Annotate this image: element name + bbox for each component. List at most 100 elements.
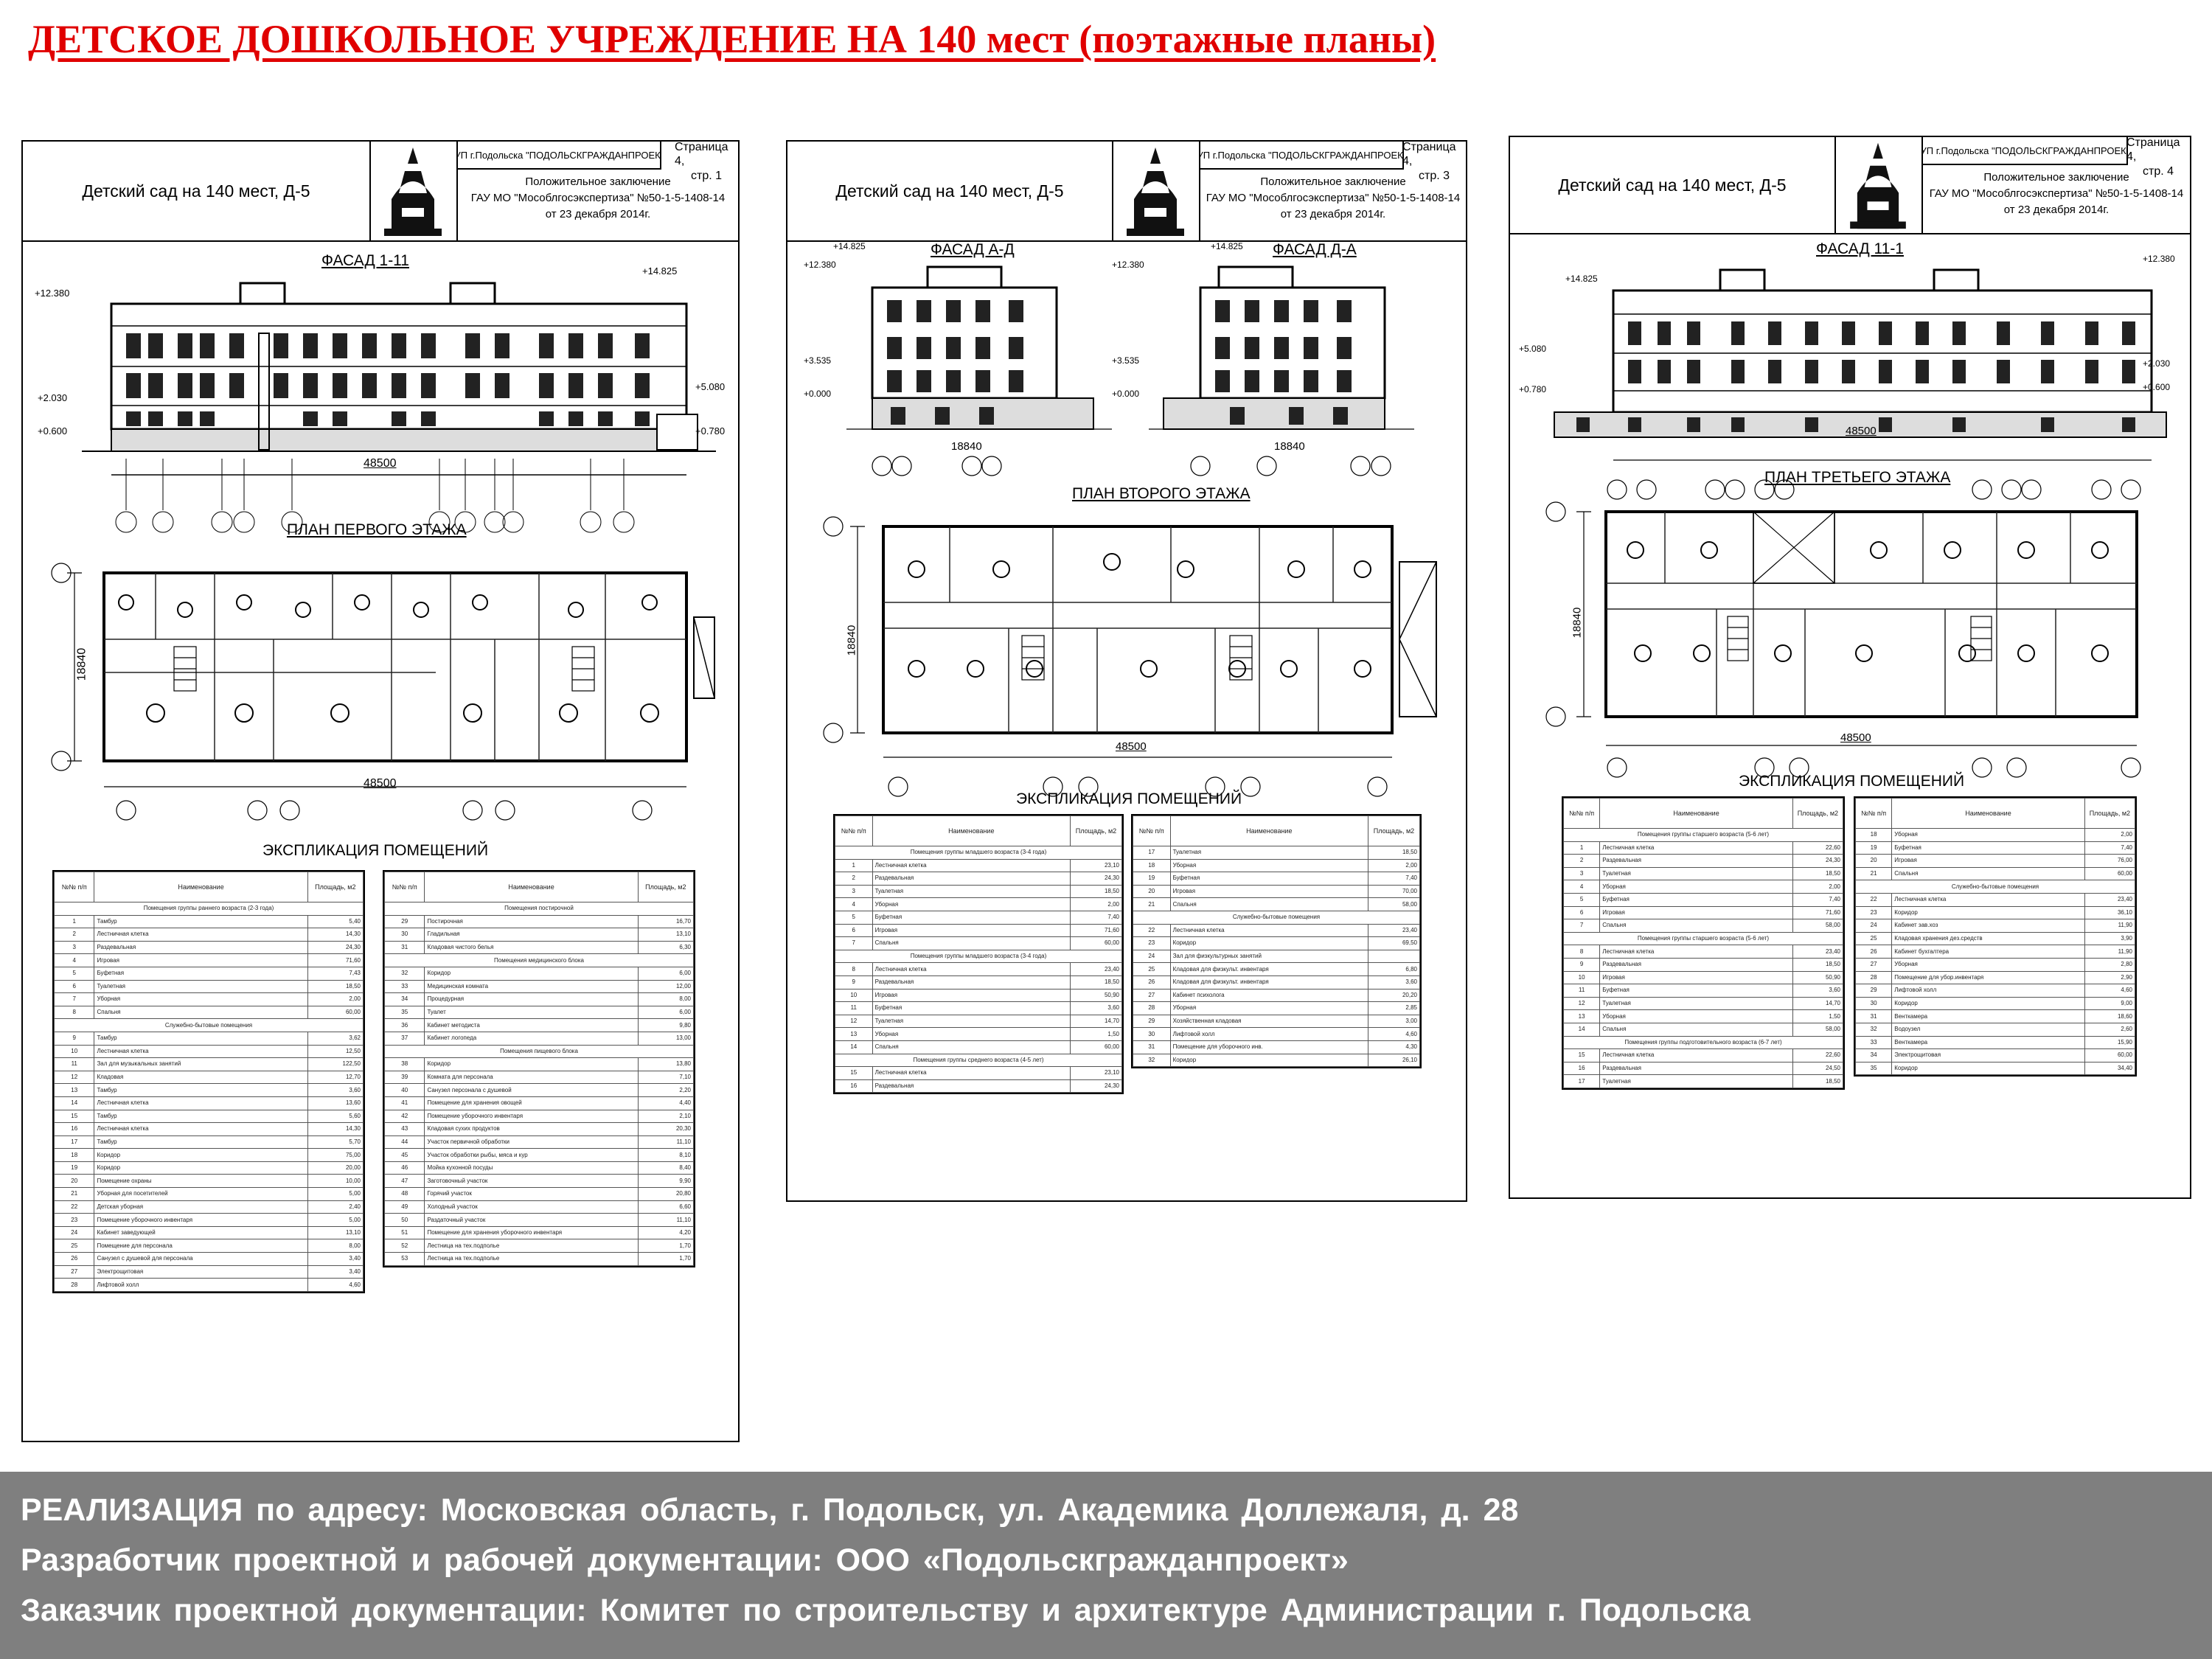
third-floor-plan [1545,501,2141,778]
facade-right-label: ФАСАД Д-А [1273,241,1357,258]
level-mark: +14.825 [1211,241,1243,251]
plan-dimension: 48500 [364,777,397,790]
explication-label: ЭКСПЛИКАЦИЯ ПОМЕЩЕНИЙ [1016,790,1242,807]
col-area-header: Площадь, м2 [637,872,695,902]
col-num-header: №№ п/п [383,872,425,902]
project-name: Детский сад на 140 мест, Д-5 [787,142,1113,240]
col-num-header: №№ п/п [835,815,873,846]
facade-left-label: ФАСАД А-Д [931,241,1015,258]
col-area-header: Площадь, м2 [307,872,364,902]
level-mark: +12.380 [804,260,836,270]
page-reference: Страница 4,стр. 3 [1402,141,1456,182]
table-section-row: Помещения группы младшего возраста (3-4 … [835,846,1122,860]
col-num-header: №№ п/п [53,872,95,902]
table-section-row: Служебно-бытовые помещения [54,1018,364,1032]
facade-dimension: 48500 [1846,425,1877,437]
col-name-header: Наименование [1169,815,1368,846]
sheet-first-floor: Детский сад на 140 мест, Д-5 МУП г.Подол… [21,140,740,1442]
plan-height: 18840 [1571,607,1584,639]
facade-dimension: 48500 [364,457,397,470]
level-mark: +0.600 [38,425,68,437]
col-area-header: Площадь, м2 [1792,798,1844,829]
facade-dimension: 18840 [1274,440,1305,453]
plan-label: ПЛАН ПЕРВОГО ЭТАЖА [287,521,467,538]
page-title: ДЕТСКОЕ ДОШКОЛЬНОЕ УЧРЕЖДЕНИЕ НА 140 мес… [28,17,1436,61]
level-mark: +5.080 [1519,344,1547,354]
explication-label: ЭКСПЛИКАЦИЯ ПОМЕЩЕНИЙ [262,842,489,859]
project-name: Детский сад на 140 мест, Д-5 [1510,137,1836,233]
level-mark: +5.080 [695,381,726,392]
table-section-row: Помещения постирочной [384,902,694,916]
plan-dimension: 48500 [1840,731,1871,744]
table-section-row: Помещения группы старшего возраста (5-6 … [1563,931,1843,946]
facade-drawing-1-11 [82,282,716,533]
table-section-row: Помещения группы младшего возраста (3-4 … [835,949,1122,964]
level-mark: +0.780 [695,425,726,437]
level-mark: +0.600 [2143,382,2171,392]
level-mark: +3.535 [1112,355,1140,366]
table-section-row: Служебно-бытовые помещения [1133,910,1420,925]
organization-name: МУП г.Подольска "ПОДОЛЬСКГРАЖДАНПРОЕКТ" [1199,142,1404,170]
col-name-header: Наименование [1891,798,2085,829]
organization-name: МУП г.Подольска "ПОДОЛЬСКГРАЖДАНПРОЕКТ" [1921,137,2128,165]
title-block: Детский сад на 140 мест, Д-5 МУП г.Подол… [23,142,738,242]
col-area-header: Площадь, м2 [1069,815,1123,846]
